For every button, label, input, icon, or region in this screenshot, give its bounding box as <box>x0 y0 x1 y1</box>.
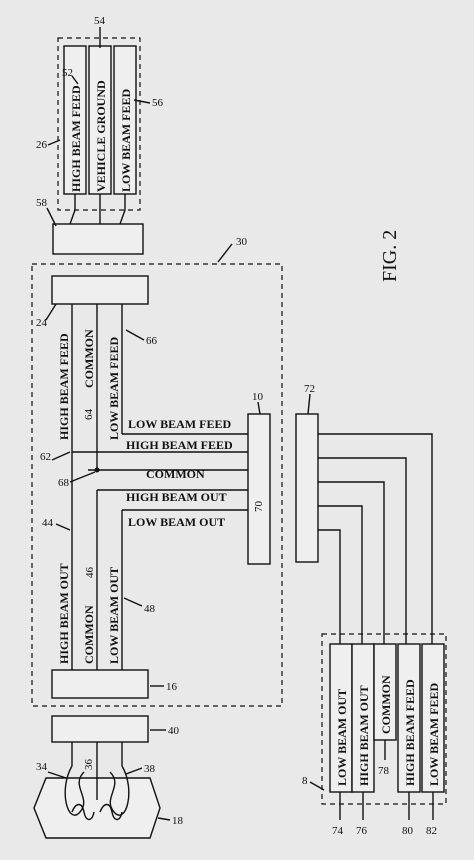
ref-26: 26 <box>36 139 48 151</box>
bottom-wire-82-label: LOW BEAM FEED <box>427 683 441 786</box>
ref-24: 24 <box>36 317 48 329</box>
ref-18: 18 <box>172 815 184 827</box>
ref-38: 38 <box>144 763 156 775</box>
ref-36: 36 <box>83 759 95 771</box>
ref-78: 78 <box>378 765 390 777</box>
top-harness-ground-label: VEHICLE GROUND <box>94 80 108 192</box>
connector-40 <box>51 715 149 743</box>
ref-16: 16 <box>166 681 178 693</box>
filament-right <box>99 803 123 821</box>
ref-64: 64 <box>83 409 95 421</box>
ref-40: 40 <box>168 725 180 737</box>
controller-10 <box>247 413 271 565</box>
hwire-common-label: COMMON <box>146 467 205 481</box>
top-harness-high-label: HIGH BEAM FEED <box>69 85 83 192</box>
ref-8: 8 <box>302 775 308 787</box>
bottom-wire-80-label: HIGH BEAM FEED <box>403 679 417 786</box>
hwire-low-beam-out-label: LOW BEAM OUT <box>128 515 225 529</box>
module-bottom-low-out-label: LOW BEAM OUT <box>107 567 121 664</box>
bottom-wire-74-label: LOW BEAM OUT <box>335 689 349 786</box>
hwire-high-beam-out-label: HIGH BEAM OUT <box>126 490 227 504</box>
connector-72 <box>295 413 319 563</box>
top-harness-low-label: LOW BEAM FEED <box>119 89 133 192</box>
bottom-harness-outline <box>321 633 447 805</box>
module-top-high-feed-label: HIGH BEAM FEED <box>57 333 71 440</box>
hwire-low-beam-feed-label: LOW BEAM FEED <box>128 417 231 431</box>
hwire-high-beam-feed-label: HIGH BEAM FEED <box>126 438 233 452</box>
ref-70: 70 <box>253 501 265 513</box>
ref-76: 76 <box>356 825 368 837</box>
module-top-low-feed-label: LOW BEAM FEED <box>107 337 121 440</box>
module-bottom-high-out-label: HIGH BEAM OUT <box>57 563 71 664</box>
ref-30: 30 <box>236 236 248 248</box>
ref-44: 44 <box>42 517 54 529</box>
bottom-wire-78-label: COMMON <box>379 675 393 734</box>
connector-58 <box>52 223 144 255</box>
ref-34: 34 <box>36 761 48 773</box>
ref-62: 62 <box>40 451 51 463</box>
ref-54: 54 <box>94 15 106 27</box>
ref-68: 68 <box>58 477 70 489</box>
top-harness-outline <box>57 37 141 211</box>
ref-56: 56 <box>152 97 164 109</box>
ref-82: 82 <box>426 825 437 837</box>
ref-72: 72 <box>304 383 315 395</box>
connector-24 <box>51 275 149 305</box>
ref-58: 58 <box>36 197 48 209</box>
figure-title: FIG. 2 <box>379 230 401 282</box>
ref-80: 80 <box>402 825 414 837</box>
module-outline <box>31 263 283 707</box>
module-top-common-label: COMMON <box>82 329 96 388</box>
module-bottom-common-label: COMMON <box>82 605 96 664</box>
bottom-wire-76-label: HIGH BEAM OUT <box>357 685 371 786</box>
connector-16 <box>51 669 149 699</box>
ref-46: 46 <box>84 567 96 579</box>
ref-52: 52 <box>62 67 73 79</box>
filament-left <box>71 803 95 821</box>
ref-10: 10 <box>252 391 264 403</box>
ref-48: 48 <box>144 603 156 615</box>
junction-common <box>94 467 100 473</box>
ref-66: 66 <box>146 335 158 347</box>
ref-74: 74 <box>332 825 344 837</box>
